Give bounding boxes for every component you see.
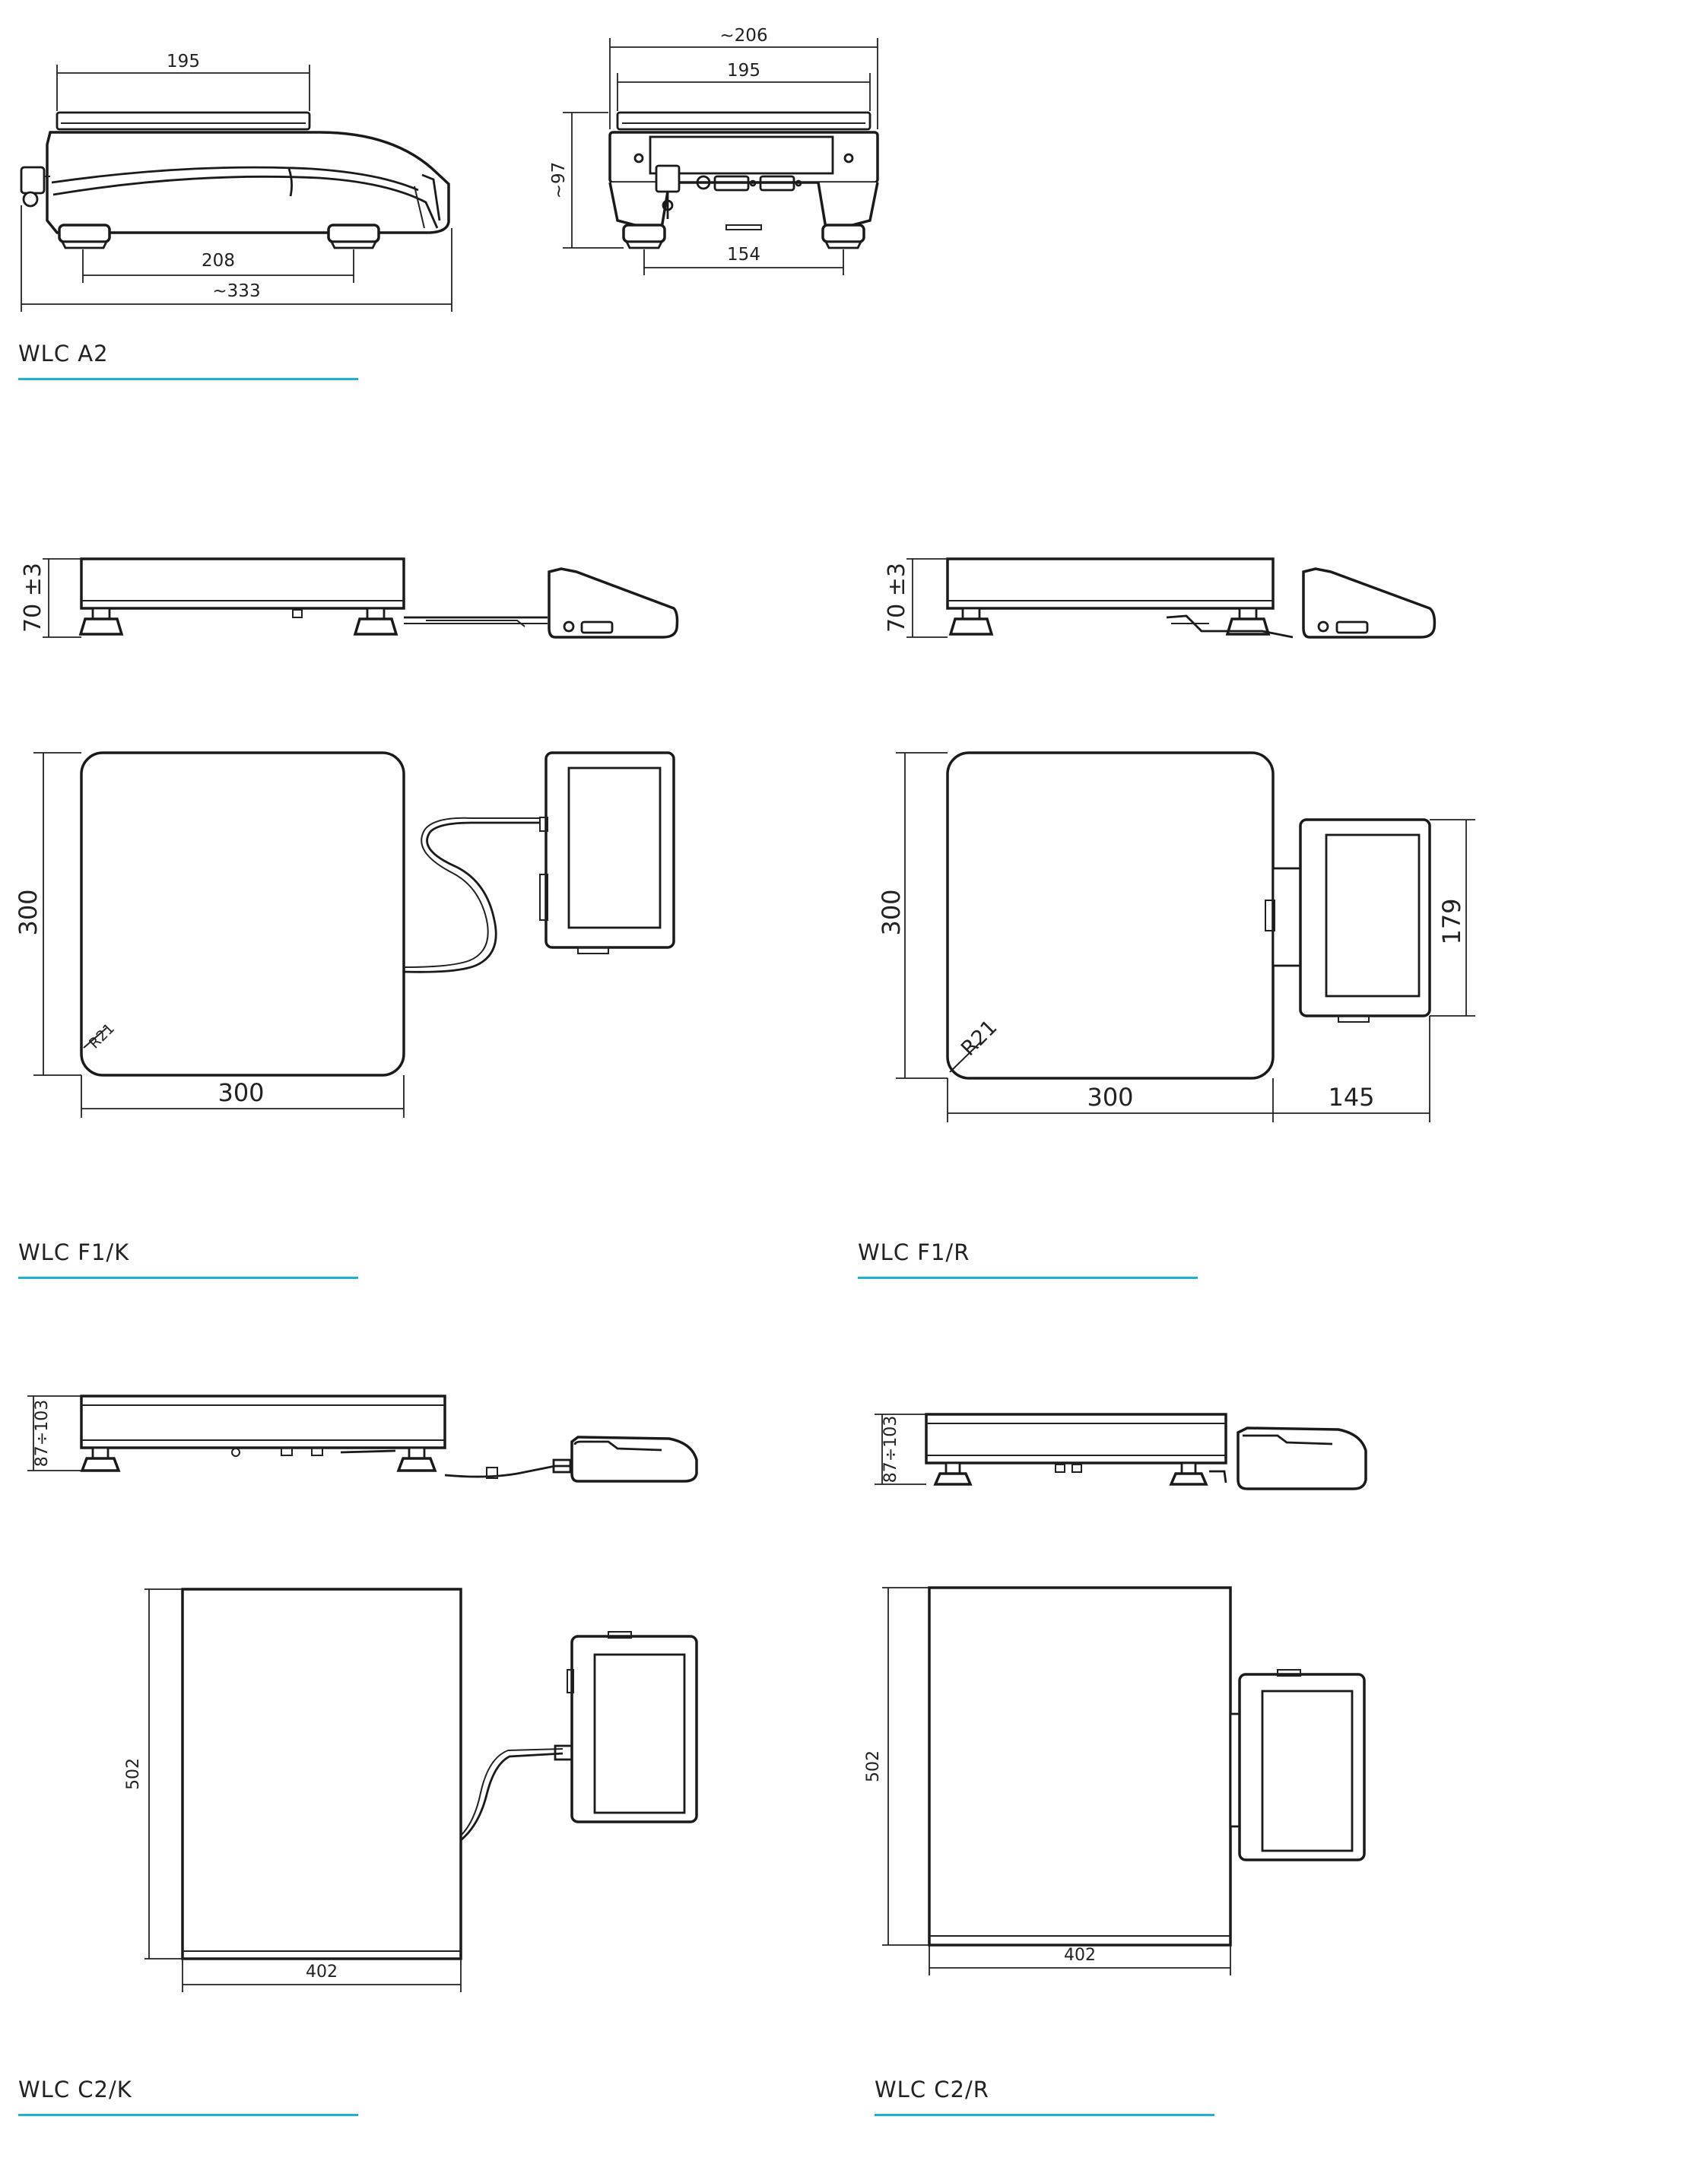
- f1r-side-view: 70 ±3: [884, 557, 1437, 639]
- caption-underline-a2: [18, 378, 358, 380]
- c2k-height: 87÷103: [33, 1400, 52, 1467]
- f1r-top-view: R21 300 300 145 179: [877, 751, 1475, 1122]
- caption-wlc-c2k: WLC C2/K: [18, 2077, 132, 2102]
- f1r-indicator-height: 179: [1437, 898, 1466, 944]
- c2r-top-view: 502 402: [864, 1586, 1366, 1975]
- f1k-depth: 300: [14, 889, 43, 935]
- a2-side-feet-spacing: 208: [202, 251, 235, 271]
- caption-underline-f1k: [18, 1277, 358, 1279]
- c2k-side-view: 87÷103: [27, 1395, 698, 1483]
- caption-wlc-f1k: WLC F1/K: [18, 1239, 130, 1265]
- f1k-top-view: R21 300 300: [14, 751, 675, 1118]
- c2k-width: 402: [306, 1963, 338, 1982]
- f1r-indicator-width: 145: [1328, 1083, 1374, 1112]
- caption-underline-c2r: [875, 2114, 1214, 2116]
- f1r-depth: 300: [877, 889, 906, 935]
- c2k-top-view: 502 402: [124, 1588, 698, 1992]
- c2r-side-view: 87÷103: [875, 1413, 1367, 1490]
- f1k-width: 300: [217, 1078, 264, 1107]
- c2r-width: 402: [1064, 1946, 1096, 1965]
- caption-underline-c2k: [18, 2114, 358, 2116]
- caption-underline-f1r: [858, 1277, 1198, 1279]
- a2-front-view: ~206 195 ~97 154: [549, 26, 879, 275]
- a2-front-feet-spacing: 154: [727, 245, 760, 265]
- a2-front-pan-width: 195: [727, 61, 760, 81]
- f1r-width: 300: [1087, 1083, 1133, 1112]
- caption-wlc-c2r: WLC C2/R: [875, 2077, 989, 2102]
- caption-wlc-f1r: WLC F1/R: [858, 1239, 970, 1265]
- a2-front-height: ~97: [549, 162, 569, 199]
- f1k-height: 70 ±3: [20, 563, 46, 633]
- a2-side-view: 195 208 ~333: [20, 52, 452, 312]
- c2r-depth: 502: [864, 1750, 883, 1782]
- f1r-height: 70 ±3: [884, 563, 910, 633]
- f1k-side-view: 70 ±3: [20, 557, 679, 639]
- a2-front-overall-width: ~206: [719, 26, 767, 46]
- a2-side-pan-width: 195: [167, 52, 200, 71]
- c2k-depth: 502: [124, 1758, 143, 1790]
- caption-wlc-a2: WLC A2: [18, 341, 109, 367]
- c2r-height: 87÷103: [881, 1416, 900, 1483]
- a2-side-overall-length: ~333: [212, 281, 260, 301]
